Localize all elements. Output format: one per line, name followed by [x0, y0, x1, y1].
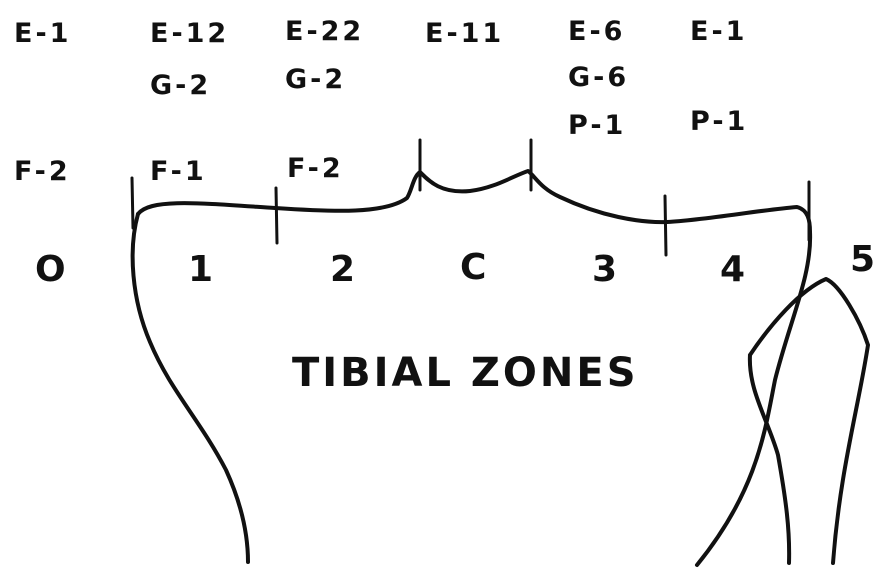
- zone-1-e-count: E-12: [150, 20, 229, 47]
- zone-3-g-count: G-6: [568, 64, 629, 91]
- zone-3-e-count: E-6: [568, 18, 625, 45]
- zone-0-e-count: E-1: [14, 20, 71, 47]
- zone-3-p-count: P-1: [568, 112, 626, 139]
- zone-label-5: 5: [850, 242, 875, 278]
- diagram-title: TIBIAL ZONES: [292, 353, 639, 393]
- zone-boundary-1-2: [276, 188, 277, 243]
- tibia-right-edge: [697, 232, 810, 565]
- zone-1-g-count: G-2: [150, 72, 211, 99]
- zone-label-c: C: [460, 250, 486, 286]
- zone-c-e-count: E-11: [425, 20, 504, 47]
- zone-1-f-count: F-1: [150, 158, 207, 185]
- zone-2-g-count: G-2: [285, 66, 346, 93]
- zone-label-4: 4: [720, 252, 745, 288]
- zone-boundary-3-4: [665, 196, 666, 255]
- zone-label-1: 1: [188, 252, 213, 288]
- plateau-surface-line: [138, 171, 810, 232]
- fibula-outline: [750, 279, 868, 563]
- zone-2-e-count: E-22: [285, 18, 364, 45]
- zone-4-p-count: P-1: [690, 108, 748, 135]
- zone-4-e-count: E-1: [690, 18, 747, 45]
- zone-label-3: 3: [592, 252, 617, 288]
- zone-boundary-0-1: [132, 178, 133, 228]
- zone-label-0: O: [35, 252, 66, 288]
- zone-2-f-count: F-2: [287, 155, 344, 182]
- zone-0-f-count: F-2: [14, 158, 71, 185]
- zone-label-2: 2: [330, 252, 355, 288]
